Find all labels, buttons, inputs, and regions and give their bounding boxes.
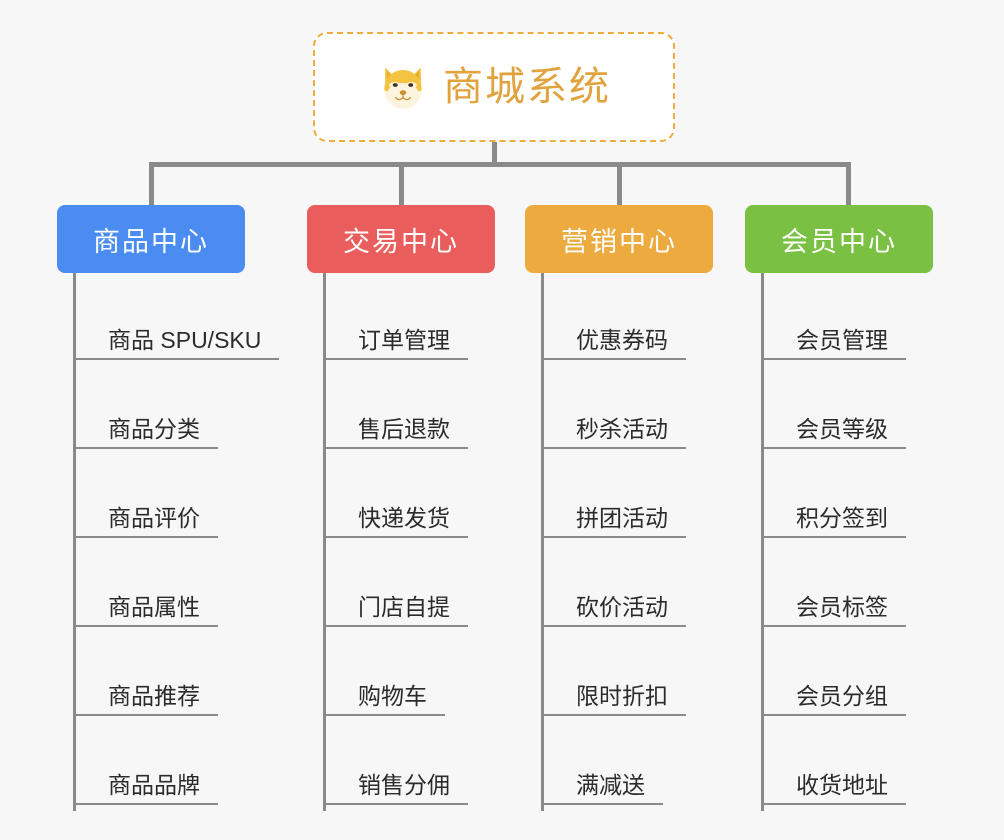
root-title: 商城系统	[443, 65, 611, 109]
connector-drop-branch-4	[846, 162, 851, 207]
branch-header-2[interactable]: 交易中心	[307, 205, 495, 273]
leaf-label: 售后退款	[326, 418, 468, 449]
leaf-item[interactable]: 快递发货	[326, 455, 537, 544]
leaf-item[interactable]: 销售分佣	[326, 722, 537, 811]
branch-children-2: 订单管理 售后退款 快递发货 门店自提 购物车 销售分佣	[323, 273, 537, 811]
leaf-label: 商品推荐	[76, 685, 218, 716]
leaf-item[interactable]: 会员分组	[764, 633, 975, 722]
leaf-item[interactable]: 秒杀活动	[544, 366, 755, 455]
leaf-label: 购物车	[326, 685, 445, 716]
connector-root-stem	[492, 142, 497, 166]
leaf-label: 销售分佣	[326, 774, 468, 805]
leaf-label: 优惠券码	[544, 329, 686, 360]
branch-column-3: 营销中心 优惠券码 秒杀活动 拼团活动 砍价活动 限时折扣 满减送	[525, 205, 755, 811]
leaf-label: 会员管理	[764, 329, 906, 360]
shiba-dog-face-icon	[377, 61, 429, 113]
leaf-item[interactable]: 售后退款	[326, 366, 537, 455]
connector-horizontal-bus	[151, 162, 851, 167]
connector-drop-branch-2	[399, 162, 404, 207]
leaf-item[interactable]: 门店自提	[326, 544, 537, 633]
leaf-label: 商品品牌	[76, 774, 218, 805]
leaf-label: 商品评价	[76, 507, 218, 538]
leaf-item[interactable]: 购物车	[326, 633, 537, 722]
connector-drop-branch-3	[617, 162, 622, 207]
leaf-label: 订单管理	[326, 329, 468, 360]
leaf-label: 砍价活动	[544, 596, 686, 627]
leaf-label: 限时折扣	[544, 685, 686, 716]
leaf-item[interactable]: 收货地址	[764, 722, 975, 811]
leaf-label: 会员等级	[764, 418, 906, 449]
branch-children-1: 商品 SPU/SKU 商品分类 商品评价 商品属性 商品推荐 商品品牌	[73, 273, 287, 811]
leaf-item[interactable]: 积分签到	[764, 455, 975, 544]
branch-children-4: 会员管理 会员等级 积分签到 会员标签 会员分组 收货地址	[761, 273, 975, 811]
leaf-item[interactable]: 商品品牌	[76, 722, 287, 811]
leaf-item[interactable]: 满减送	[544, 722, 755, 811]
leaf-item[interactable]: 砍价活动	[544, 544, 755, 633]
branch-column-1: 商品中心 商品 SPU/SKU 商品分类 商品评价 商品属性 商品推荐 商品品牌	[57, 205, 287, 811]
leaf-label: 会员分组	[764, 685, 906, 716]
leaf-item[interactable]: 商品 SPU/SKU	[76, 273, 287, 366]
leaf-label: 商品 SPU/SKU	[76, 329, 280, 360]
branch-header-1[interactable]: 商品中心	[57, 205, 245, 273]
branch-header-label-2: 交易中心	[343, 226, 459, 257]
branch-header-label-3: 营销中心	[561, 226, 677, 257]
branch-header-label-1: 商品中心	[93, 226, 209, 257]
leaf-label: 拼团活动	[544, 507, 686, 538]
leaf-label: 商品分类	[76, 418, 218, 449]
leaf-item[interactable]: 商品评价	[76, 455, 287, 544]
leaf-item[interactable]: 优惠券码	[544, 273, 755, 366]
branch-header-4[interactable]: 会员中心	[745, 205, 933, 273]
root-node[interactable]: 商城系统	[313, 32, 675, 142]
leaf-item[interactable]: 会员管理	[764, 273, 975, 366]
leaf-label: 快递发货	[326, 507, 468, 538]
leaf-label: 商品属性	[76, 596, 218, 627]
connector-drop-branch-1	[149, 162, 154, 207]
leaf-label: 满减送	[544, 774, 663, 805]
leaf-label: 积分签到	[764, 507, 906, 538]
leaf-item[interactable]: 限时折扣	[544, 633, 755, 722]
branch-header-3[interactable]: 营销中心	[525, 205, 713, 273]
leaf-label: 秒杀活动	[544, 418, 686, 449]
leaf-item[interactable]: 会员等级	[764, 366, 975, 455]
leaf-item[interactable]: 商品推荐	[76, 633, 287, 722]
branch-children-3: 优惠券码 秒杀活动 拼团活动 砍价活动 限时折扣 满减送	[541, 273, 755, 811]
leaf-item[interactable]: 商品属性	[76, 544, 287, 633]
branch-header-label-4: 会员中心	[781, 226, 897, 257]
leaf-item[interactable]: 订单管理	[326, 273, 537, 366]
leaf-item[interactable]: 会员标签	[764, 544, 975, 633]
leaf-item[interactable]: 拼团活动	[544, 455, 755, 544]
leaf-label: 门店自提	[326, 596, 468, 627]
leaf-label: 收货地址	[764, 774, 906, 805]
branch-column-2: 交易中心 订单管理 售后退款 快递发货 门店自提 购物车 销售分佣	[307, 205, 537, 811]
leaf-label: 会员标签	[764, 596, 906, 627]
leaf-item[interactable]: 商品分类	[76, 366, 287, 455]
branch-column-4: 会员中心 会员管理 会员等级 积分签到 会员标签 会员分组 收货地址	[745, 205, 975, 811]
